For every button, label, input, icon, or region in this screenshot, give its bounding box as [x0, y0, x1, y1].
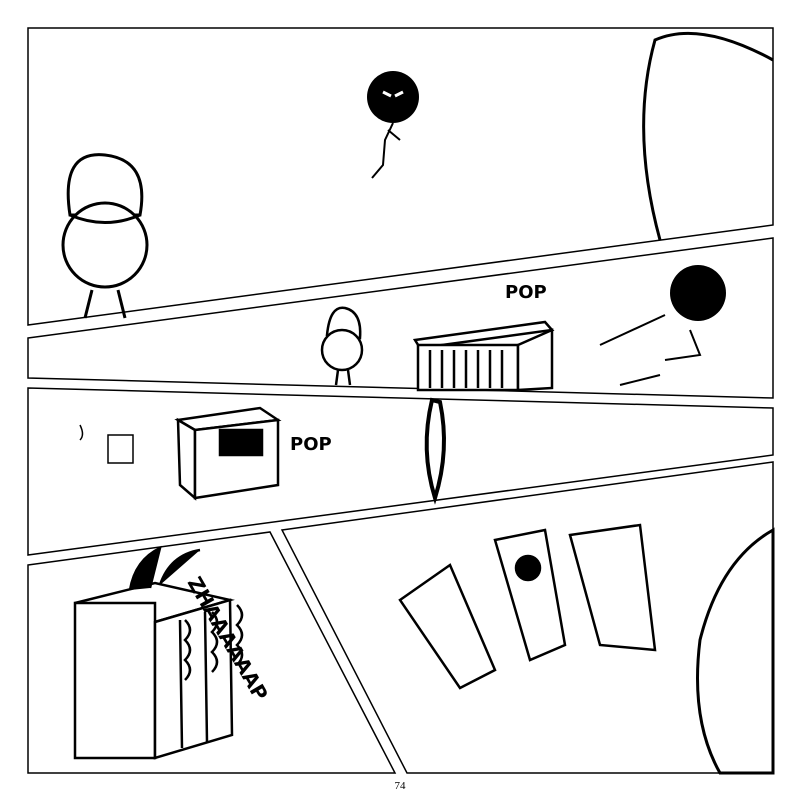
panel-1 [27, 27, 774, 326]
large-helmet-figure [696, 527, 775, 775]
shadow-character [367, 71, 419, 179]
panel-4 [27, 531, 397, 774]
opening-boxes [398, 523, 657, 690]
sfx-pop-2: POP [290, 434, 332, 455]
box-with-shadow-inside [174, 406, 282, 501]
large-figure-edge [642, 31, 774, 241]
panel-2 [27, 237, 774, 399]
page-number: 74 [394, 780, 406, 792]
tiny-box [79, 424, 134, 464]
small-helmet-character [320, 306, 364, 386]
sfx-pop-1: POP [505, 282, 547, 303]
door-edge [424, 397, 446, 505]
helmet-character [61, 153, 149, 319]
panel-3 [27, 387, 774, 556]
box-zapping [73, 545, 244, 760]
box-appearing [412, 320, 555, 392]
shadow-character-leaping [599, 265, 726, 386]
